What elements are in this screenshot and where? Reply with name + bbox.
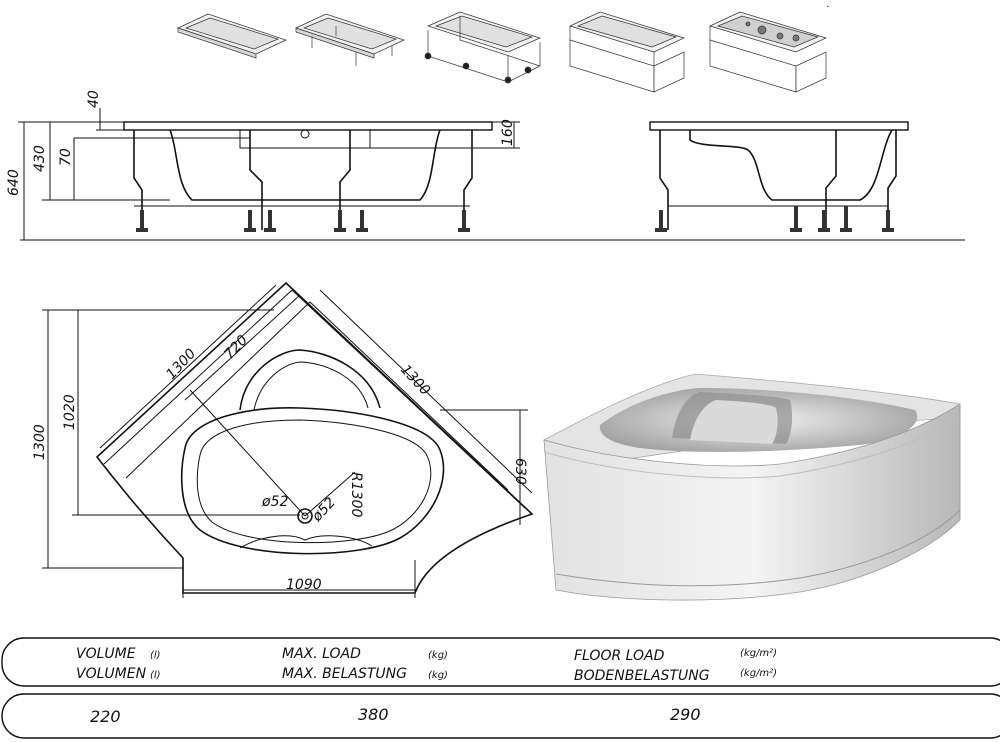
load-unit-1: (kg): [428, 650, 448, 661]
floor-label-en: FLOOR LOAD: [574, 648, 665, 664]
dim-720: 720: [221, 332, 251, 363]
plan-view: 1300 1020 1300 720 1300 630 R1300 ø52 ø5…: [32, 281, 534, 598]
dim-1020: 1020: [62, 394, 78, 430]
floor-unit-2: (kg/m²): [740, 668, 777, 679]
volume-unit-1: (l): [150, 650, 161, 661]
dim-drain-2: ø52: [309, 494, 339, 525]
floor-value: 290: [670, 705, 701, 724]
dim-1300-left: 1300: [32, 424, 48, 460]
load-unit-2: (kg): [428, 670, 448, 681]
floor-label-de: BODENBELASTUNG: [574, 668, 710, 684]
load-value: 380: [358, 705, 389, 724]
dim-r1300: R1300: [348, 472, 364, 517]
dim-40: 40: [86, 90, 102, 108]
dim-1090: 1090: [286, 577, 322, 593]
dim-640: 640: [6, 169, 22, 196]
dim-1300-diag-left: 1300: [163, 346, 199, 383]
side-elevation-right: [649, 121, 909, 232]
volume-label-en: VOLUME: [76, 646, 136, 662]
dim-430: 430: [32, 145, 48, 172]
volume-unit-2: (l): [150, 670, 161, 681]
dim-630: 630: [512, 458, 528, 485]
load-label-en: MAX. LOAD: [282, 646, 361, 662]
bathtub-panel-jets-icon: [709, 11, 827, 93]
bathtub-panel-icon: [569, 11, 685, 93]
side-elevation-left: 640 430 70 40 160: [6, 90, 965, 241]
volume-value: 220: [90, 707, 121, 726]
spec-table: VOLUME VOLUMEN (l) (l) MAX. LOAD MAX. BE…: [1, 637, 1000, 739]
dim-70: 70: [58, 148, 74, 166]
volume-label-de: VOLUMEN: [76, 666, 147, 682]
bathtub-render-image: [542, 373, 961, 601]
bathtub-legs-icon: [295, 13, 405, 66]
load-label-de: MAX. BELASTUNG: [282, 666, 407, 682]
floor-unit-1: (kg/m²): [740, 648, 777, 659]
bathtub-frame-icon: [424, 11, 541, 84]
dim-160: 160: [500, 119, 516, 146]
bathtub-plain-icon: [177, 13, 287, 59]
svg-text:·: ·: [826, 2, 829, 13]
dim-drain-1: ø52: [261, 494, 288, 510]
